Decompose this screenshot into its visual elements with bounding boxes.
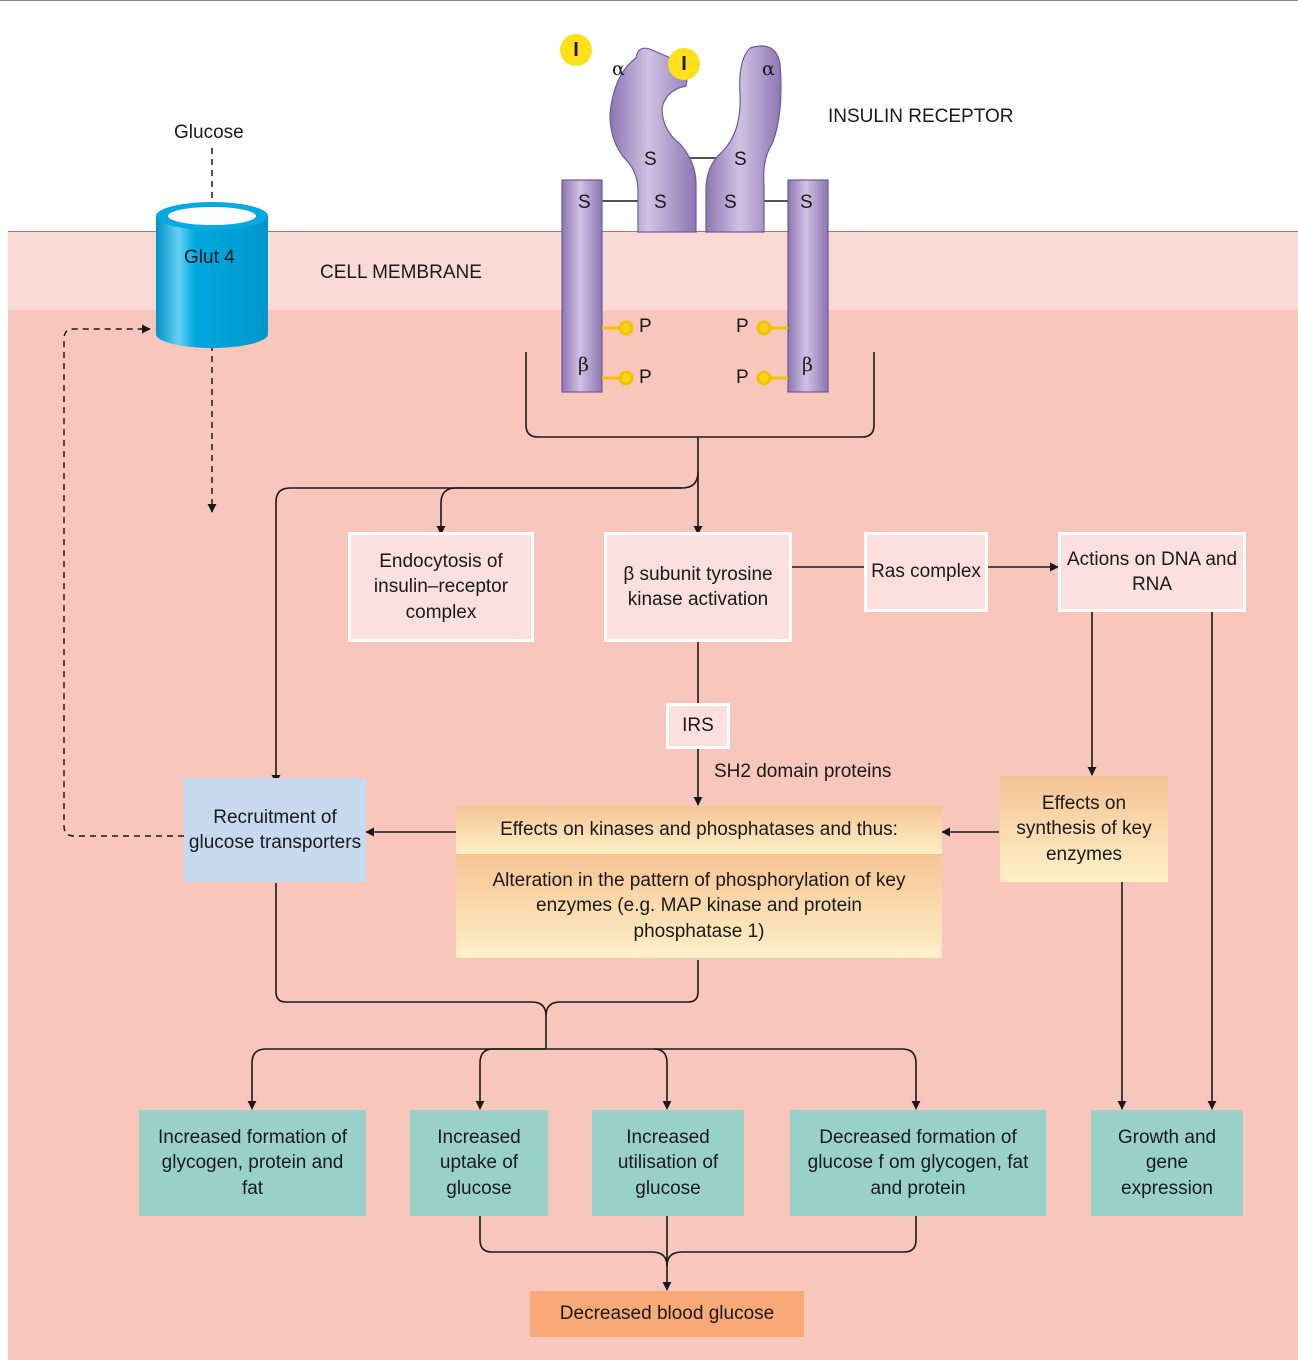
- alpha-label-left: α: [612, 58, 625, 80]
- phosphate-label: P: [639, 316, 652, 337]
- phosphate-label: P: [736, 316, 749, 337]
- sulfur-label: S: [578, 192, 591, 213]
- glycogen-formation-box: Increased formation of glycogen, protein…: [139, 1110, 366, 1216]
- irs-box: IRS: [668, 705, 728, 747]
- alpha-subunit-right: [705, 45, 782, 233]
- sh2-domain-label: SH2 domain proteins: [714, 761, 892, 782]
- sulfur-label: S: [724, 192, 737, 213]
- insulin-receptor: [561, 45, 829, 393]
- sulfur-label: S: [644, 149, 657, 170]
- ras-complex-box: Ras complex: [866, 534, 986, 610]
- recruitment-box: Recruitment of glucose transporters: [184, 778, 366, 882]
- glucose-label: Glucose: [174, 122, 244, 143]
- sulfur-label: S: [734, 149, 747, 170]
- beta-subunit-left: [561, 179, 603, 393]
- top-border: [0, 0, 1298, 1]
- phosphate-groups: [602, 320, 788, 386]
- insulin-molecule-1: I: [560, 34, 592, 66]
- glucose-utilisation-box: Increased utilisation of glucose: [592, 1110, 744, 1216]
- insulin-molecule-2: I: [668, 48, 700, 80]
- beta-subunit-right: [787, 179, 829, 393]
- insulin-receptor-label: INSULIN RECEPTOR: [828, 106, 1014, 127]
- dna-rna-actions-box: Actions on DNA and RNA: [1060, 534, 1244, 610]
- phosphate-label: P: [736, 367, 749, 388]
- beta-subunit-activation-box: β subunit tyrosine kinase activation: [606, 534, 790, 640]
- phosphate-label: P: [639, 367, 652, 388]
- glut4-label: Glut 4: [184, 247, 235, 268]
- glucose-uptake-box: Increased uptake of glucose: [410, 1110, 548, 1216]
- glut4-transporter: [156, 202, 268, 348]
- beta-label-left: β: [578, 354, 589, 376]
- sulfur-label: S: [800, 192, 813, 213]
- alpha-label-right: α: [762, 58, 775, 80]
- cell-membrane-label: CELL MEMBRANE: [320, 262, 482, 283]
- kinases-phosphatases-box: Effects on kinases and phosphatases and …: [456, 806, 942, 854]
- sulfur-label: S: [654, 192, 667, 213]
- endocytosis-box: Endocytosis of insulin–receptor complex: [350, 534, 532, 640]
- enzyme-synthesis-box: Effects on synthesis of key enzymes: [1000, 776, 1168, 882]
- decreased-glucose-formation-box: Decreased formation of glucose f om glyc…: [790, 1110, 1046, 1216]
- growth-gene-expression-box: Growth and gene expression: [1091, 1110, 1243, 1216]
- beta-label-right: β: [802, 354, 813, 376]
- decreased-blood-glucose-box: Decreased blood glucose: [530, 1291, 804, 1337]
- phosphorylation-alteration-box: Alteration in the pattern of phosphoryla…: [456, 854, 942, 958]
